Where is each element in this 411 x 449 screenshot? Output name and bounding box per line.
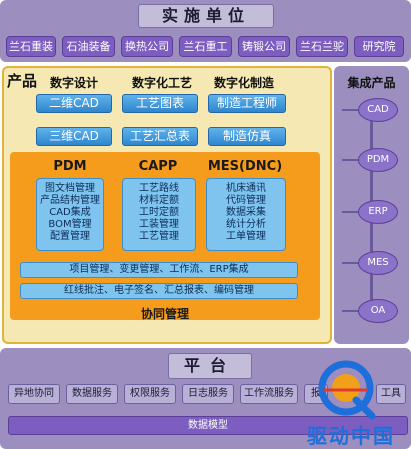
unit-casting-forging[interactable]: 铸锻公司 — [238, 36, 290, 57]
mes-item: 代码管理 — [226, 195, 266, 206]
mes-item: 机床通讯 — [226, 183, 266, 194]
unit-petroleum-equipment[interactable]: 石油装备 — [62, 36, 115, 57]
2d-cad-button[interactable]: 二维CAD — [36, 94, 112, 113]
integration-pdm[interactable]: PDM — [358, 148, 398, 172]
column-digital-process: 数字化工艺 — [132, 76, 193, 90]
capp-item: 工艺路线 — [139, 183, 179, 194]
watermark-text: 驱动中国 — [307, 424, 395, 448]
pdm-item: 产品结构管理 — [40, 195, 100, 206]
connector-stub — [342, 159, 360, 161]
integration-oa[interactable]: OA — [358, 299, 398, 323]
column-digital-design: 数字设计 — [50, 76, 99, 90]
capp-item: 工艺管理 — [139, 231, 179, 242]
watermark-logo-icon — [318, 360, 376, 420]
connector-stub — [342, 262, 360, 264]
capp-item: 工时定额 — [139, 207, 179, 218]
pdm-item: CAD集成 — [49, 207, 91, 218]
pdm-module[interactable]: 图文档管理 产品结构管理 CAD集成 BOM管理 配置管理 — [36, 178, 104, 251]
connector-stub — [342, 310, 360, 312]
project-management-bar[interactable]: 项目管理、变更管理、工作流、ERP集成 — [20, 262, 298, 278]
connector-stub — [342, 109, 360, 111]
pdm-title: PDM — [53, 159, 87, 174]
integration-mes[interactable]: MES — [358, 251, 398, 275]
pdm-item: 配置管理 — [50, 231, 90, 242]
capp-module[interactable]: 工艺路线 材料定额 工时定额 工装管理 工艺管理 — [122, 178, 196, 251]
mes-module[interactable]: 机床通讯 代码管理 数据采集 统计分析 工单管理 — [206, 178, 286, 251]
process-chart-button[interactable]: 工艺图表 — [122, 94, 198, 113]
mes-item: 数据采集 — [226, 207, 266, 218]
pdm-item: BOM管理 — [48, 219, 92, 230]
service-tools[interactable]: 工具 — [376, 384, 406, 404]
capp-title: CAPP — [138, 159, 178, 174]
capp-item: 材料定额 — [139, 195, 179, 206]
integration-products-label: 集成产品 — [347, 76, 396, 90]
column-digital-manufacturing: 数字化制造 — [214, 76, 275, 90]
redline-annotation-bar[interactable]: 红线批注、电子签名、汇总报表、编码管理 — [20, 283, 298, 299]
integration-erp[interactable]: ERP — [358, 200, 398, 224]
capp-item: 工装管理 — [139, 219, 179, 230]
unit-research-institute[interactable]: 研究院 — [354, 36, 404, 57]
integration-cad[interactable]: CAD — [358, 98, 398, 122]
pdm-item: 图文档管理 — [45, 183, 95, 194]
service-workflow[interactable]: 工作流服务 — [240, 384, 298, 404]
service-data[interactable]: 数据服务 — [66, 384, 118, 404]
service-log[interactable]: 日志服务 — [182, 384, 234, 404]
data-model-bar[interactable]: 数据模型 — [8, 416, 408, 435]
platform-title: 平台 — [168, 353, 252, 379]
unit-lanshi-lantuo[interactable]: 兰石兰驼 — [296, 36, 348, 57]
connector-stub — [342, 211, 360, 213]
unit-lanshi-zhongzhuang[interactable]: 兰石重装 — [6, 36, 56, 57]
unit-lanshi-zhonggong[interactable]: 兰石重工 — [179, 36, 232, 57]
manufacturing-simulation-button[interactable]: 制造仿真 — [208, 127, 286, 146]
mes-item: 统计分析 — [226, 219, 266, 230]
service-permission[interactable]: 权限服务 — [124, 384, 176, 404]
mes-item: 工单管理 — [226, 231, 266, 242]
process-summary-button[interactable]: 工艺汇总表 — [122, 127, 198, 146]
3d-cad-button[interactable]: 三维CAD — [36, 127, 112, 146]
manufacturing-engineer-button[interactable]: 制造工程师 — [208, 94, 286, 113]
product-label: 产品 — [7, 72, 38, 90]
mes-dnc-title: MES(DNC) — [207, 159, 283, 174]
unit-heat-exchange[interactable]: 换热公司 — [121, 36, 173, 57]
implementation-units-title: 实施单位 — [138, 4, 274, 28]
service-remote-collaboration[interactable]: 异地协同 — [8, 384, 60, 404]
collaborative-management-label: 协同管理 — [140, 307, 189, 321]
